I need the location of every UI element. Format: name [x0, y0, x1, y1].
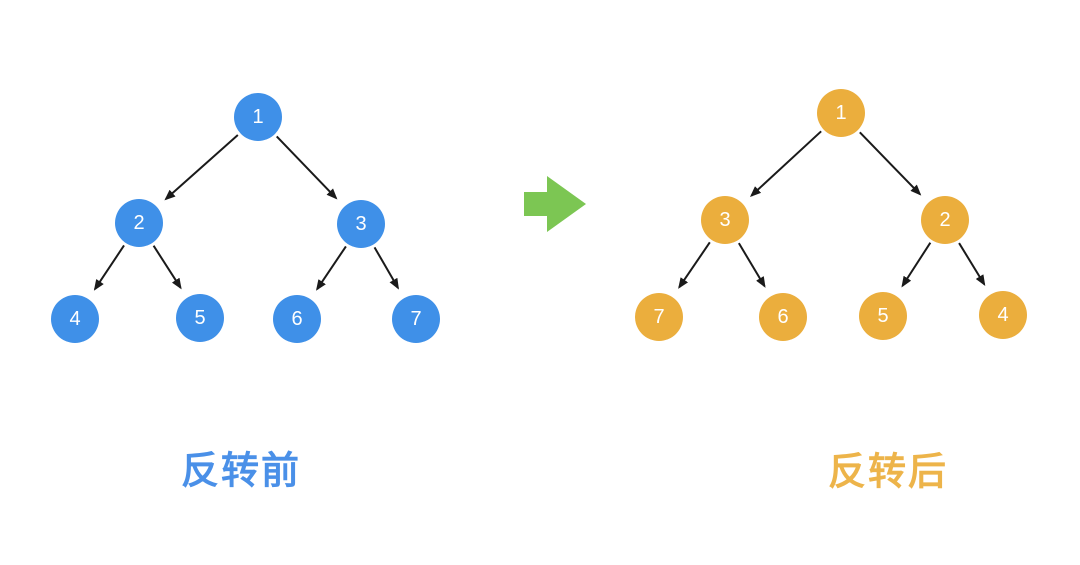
edge-arrow-after-3-6: [737, 242, 766, 288]
node-value-before-3: 3: [355, 213, 366, 235]
node-circle-after-4: [979, 291, 1027, 339]
node-value-after-4: 4: [997, 304, 1008, 326]
node-value-before-7: 7: [410, 308, 421, 330]
node-value-before-5: 5: [194, 307, 205, 329]
tree-before-inversion: 1 2 3 4 5 6 7: [51, 93, 440, 343]
tree-node-after-1: 1: [817, 89, 865, 137]
tree-node-after-4: 4: [979, 291, 1027, 339]
node-circle-after-7: [635, 293, 683, 341]
node-circle-after-2: [921, 196, 969, 244]
node-circle-after-1: [817, 89, 865, 137]
node-circle-before-7: [392, 295, 440, 343]
edge-arrow-after-3-7: [678, 241, 711, 289]
node-circle-before-5: [176, 294, 224, 342]
edge-arrow-before-3-6: [315, 245, 347, 291]
node-circle-after-3: [701, 196, 749, 244]
tree-node-before-1: 1: [234, 93, 282, 141]
edge-arrow-before-1-3: [276, 135, 338, 200]
node-value-after-7: 7: [653, 306, 664, 328]
after-inversion-label: 反转后: [827, 451, 949, 494]
node-value-after-5: 5: [877, 305, 888, 327]
edge-arrow-after-2-5: [901, 242, 932, 288]
tree-node-before-2: 2: [115, 199, 163, 247]
node-value-before-6: 6: [291, 308, 302, 330]
node-circle-before-3: [337, 200, 385, 248]
tree-node-before-7: 7: [392, 295, 440, 343]
tree-node-after-2: 2: [921, 196, 969, 244]
tree-after-inversion: 1 3 2 7 6 5 4: [635, 89, 1027, 341]
edge-arrow-before-2-5: [152, 245, 182, 290]
node-circle-after-5: [859, 292, 907, 340]
tree-node-after-7: 7: [635, 293, 683, 341]
node-value-before-4: 4: [69, 308, 80, 330]
node-value-before-1: 1: [252, 106, 263, 128]
edge-arrow-after-2-4: [958, 242, 986, 286]
node-circle-before-1: [234, 93, 282, 141]
tree-node-before-4: 4: [51, 295, 99, 343]
tree-node-after-5: 5: [859, 292, 907, 340]
node-circle-before-2: [115, 199, 163, 247]
tree-node-after-3: 3: [701, 196, 749, 244]
tree-node-before-6: 6: [273, 295, 321, 343]
node-value-after-3: 3: [719, 209, 730, 231]
edge-arrow-after-1-2: [859, 131, 922, 196]
edge-arrow-before-3-7: [373, 246, 399, 290]
before-inversion-label: 反转前: [180, 450, 302, 493]
edge-arrow-after-1-3: [749, 130, 822, 197]
edge-arrow-before-1-2: [164, 134, 239, 201]
tree-node-after-6: 6: [759, 293, 807, 341]
edge-arrow-before-2-4: [93, 244, 125, 291]
node-circle-before-4: [51, 295, 99, 343]
node-value-after-6: 6: [777, 306, 788, 328]
node-value-after-2: 2: [939, 209, 950, 231]
transform-right-arrow-icon: [524, 176, 586, 232]
tree-node-before-3: 3: [337, 200, 385, 248]
tree-node-before-5: 5: [176, 294, 224, 342]
node-value-after-1: 1: [835, 102, 846, 124]
node-circle-before-6: [273, 295, 321, 343]
node-value-before-2: 2: [133, 212, 144, 234]
node-circle-after-6: [759, 293, 807, 341]
